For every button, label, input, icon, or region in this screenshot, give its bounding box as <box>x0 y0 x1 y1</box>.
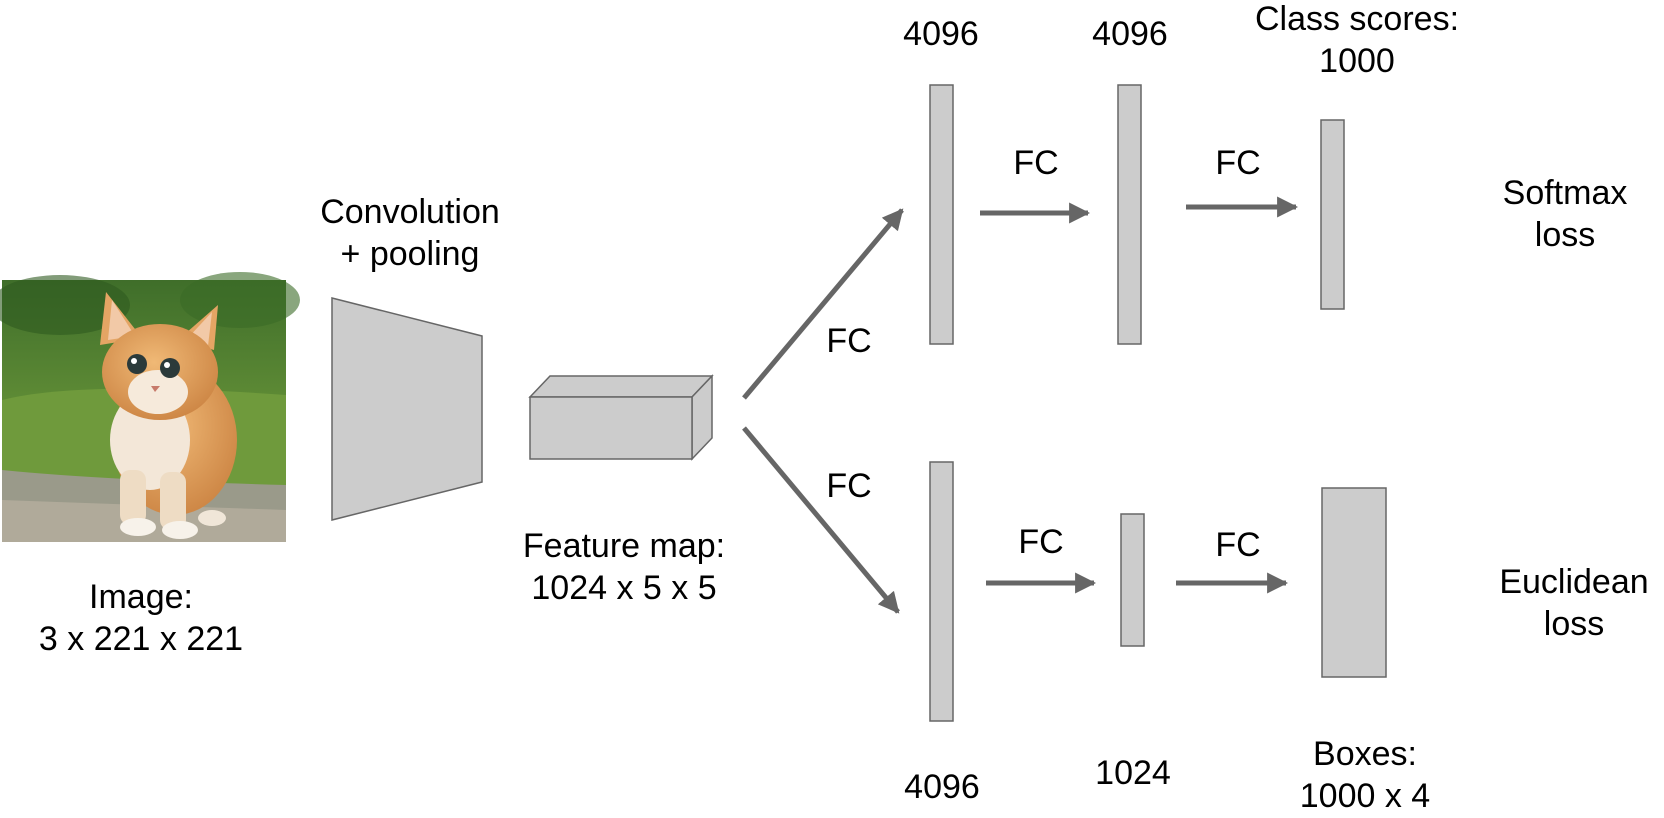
top-fc-in-label: FC <box>826 322 872 360</box>
softmax-loss-label: Softmax loss <box>1475 172 1655 256</box>
class-scores-line2: 1000 <box>1319 42 1395 80</box>
top-fc-layer-1 <box>929 84 954 345</box>
class-scores-line1: Class scores: <box>1254 0 1460 38</box>
boxes-label: Boxes: 1000 x 4 <box>1250 733 1480 817</box>
image-label: Image: 3 x 221 x 221 <box>26 576 256 660</box>
top-fc-mid-label: FC <box>1013 144 1059 182</box>
bottom-layer1-size: 4096 <box>904 768 980 806</box>
bottom-fc-layer-1 <box>929 461 954 722</box>
top-layer1-size: 4096 <box>903 15 979 53</box>
arrow-to-bottom-branch <box>742 426 900 614</box>
class-scores-label: Class scores: 1000 <box>1232 0 1482 82</box>
softmax-loss-line1: Softmax <box>1502 174 1628 212</box>
top-layer2-size: 4096 <box>1092 15 1168 53</box>
feature-map-label-line1: Feature map: <box>522 527 726 565</box>
bottom-fc-in-label: FC <box>826 467 872 505</box>
feature-map-label-line2: 1024 x 5 x 5 <box>531 569 717 607</box>
bottom-layer2-size: 1024 <box>1095 754 1171 792</box>
feature-map-box <box>528 374 714 461</box>
conv-label-line2: + pooling <box>340 235 480 273</box>
conv-pooling-block <box>331 297 483 521</box>
euclidean-loss-line2: loss <box>1543 605 1605 643</box>
kitten-image <box>0 272 300 542</box>
conv-label-line1: Convolution <box>320 193 500 231</box>
boxes-layer <box>1321 487 1387 678</box>
top-fc-out-label: FC <box>1215 144 1261 182</box>
euclidean-loss-line1: Euclidean <box>1499 563 1649 601</box>
boxes-label-line1: Boxes: <box>1313 735 1417 773</box>
top-fc-layer-2 <box>1117 84 1142 345</box>
class-scores-layer <box>1320 119 1345 310</box>
boxes-label-line2: 1000 x 4 <box>1299 777 1431 815</box>
softmax-loss-line2: loss <box>1534 216 1596 254</box>
conv-label: Convolution + pooling <box>300 191 520 275</box>
bottom-fc-out-label: FC <box>1215 526 1261 564</box>
image-label-line2: 3 x 221 x 221 <box>38 620 244 658</box>
bottom-fc-layer-2 <box>1120 513 1145 647</box>
arrow-to-top-branch <box>742 208 904 400</box>
euclidean-loss-label: Euclidean loss <box>1484 561 1664 645</box>
bottom-fc-mid-label: FC <box>1018 523 1064 561</box>
image-label-line1: Image: <box>89 578 193 616</box>
feature-map-label: Feature map: 1024 x 5 x 5 <box>500 525 748 609</box>
